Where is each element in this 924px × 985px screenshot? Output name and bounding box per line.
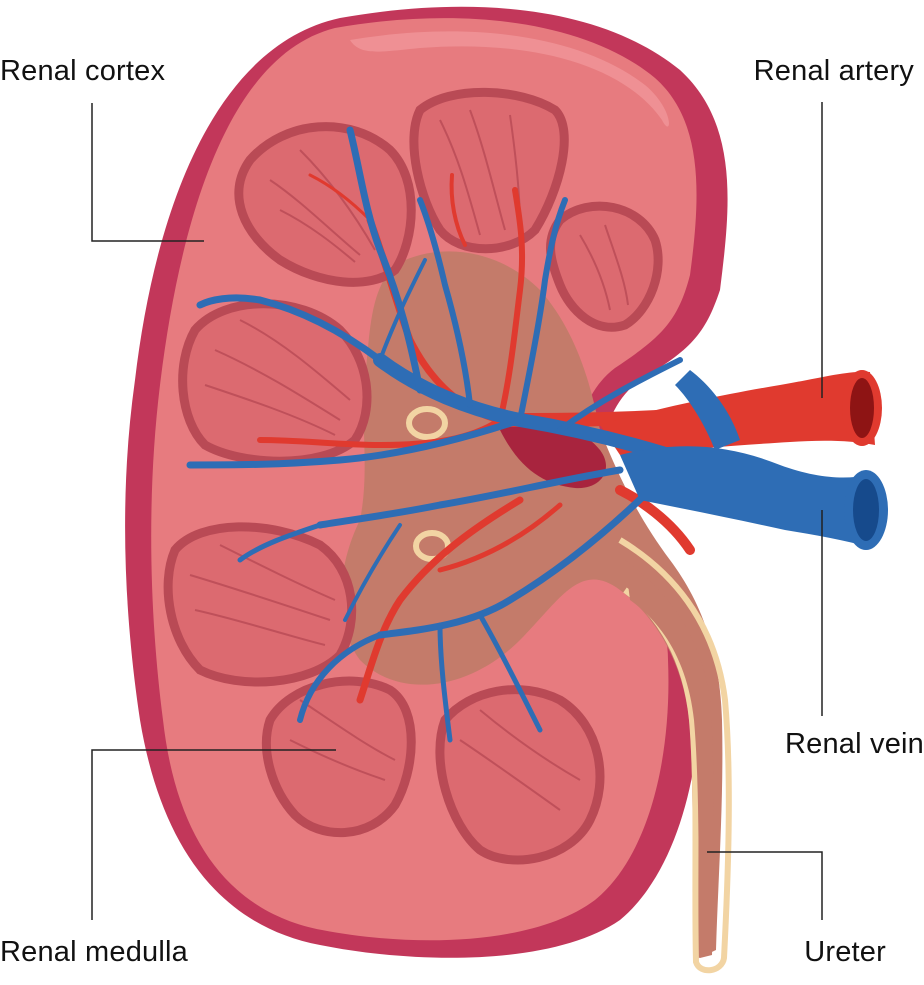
leader-lines: [91, 102, 823, 920]
pyramid-3: [546, 201, 663, 332]
leader-medulla: [91, 749, 336, 920]
renal-vein-lumen: [853, 479, 879, 541]
renal-artery-lumen: [850, 378, 874, 438]
pyramid-striations: [189, 109, 629, 811]
calyx-ring-upper: [406, 406, 448, 440]
cortex-highlight: [350, 31, 669, 127]
label-renal-cortex: Renal cortex: [0, 55, 166, 87]
renal-vein-main: [620, 446, 872, 548]
pyramid-7: [435, 685, 605, 865]
leader-ureter: [707, 851, 823, 920]
label-ureter: Ureter: [804, 936, 886, 968]
vein-branches: [186, 126, 707, 743]
leader-cortex: [91, 103, 204, 242]
label-renal-medulla: Renal medulla: [0, 936, 188, 968]
renal-vein-branch: [675, 370, 740, 450]
pyramid-1: [234, 122, 416, 287]
ureter-fill: [625, 560, 714, 958]
renal-pyramids: [163, 87, 663, 865]
label-renal-vein: Renal vein: [784, 728, 924, 760]
renal-pelvis: [341, 251, 723, 960]
label-renal-artery: Renal artery: [753, 55, 914, 87]
renal-artery-main: [600, 371, 875, 455]
ureter: [618, 537, 732, 974]
hilum-cavity: [500, 422, 606, 489]
